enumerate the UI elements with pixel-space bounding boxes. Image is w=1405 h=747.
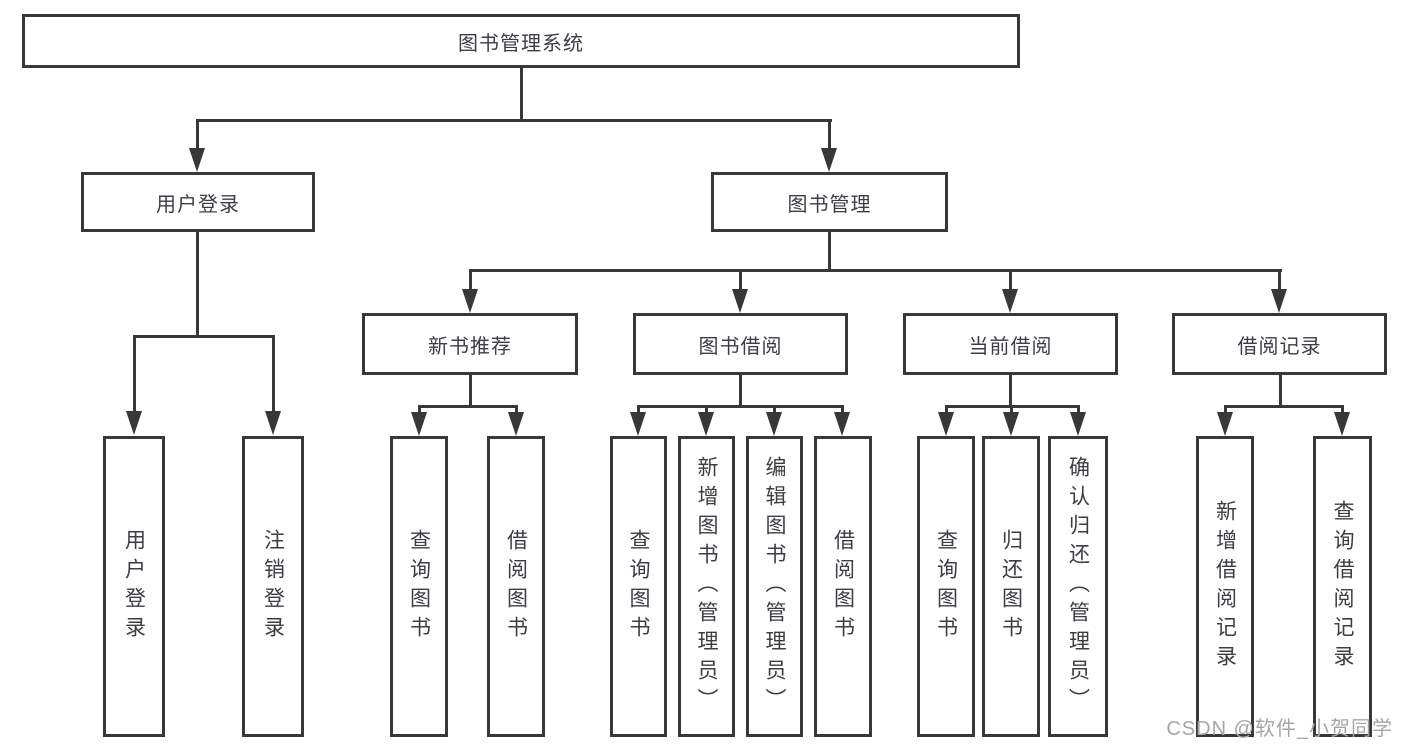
- connector-user-login-rail: [133, 335, 275, 338]
- connector-book-mgmt-drop: [828, 119, 831, 151]
- connector-root-stem: [520, 66, 523, 120]
- connector-leaf-logout-drop: [272, 335, 275, 414]
- arrowhead-to-new-books: [462, 289, 478, 313]
- connector-bb-add-drop: [705, 405, 708, 415]
- arrowhead-to-br-query: [1334, 412, 1350, 436]
- connector-book-borrow-drop: [739, 269, 742, 292]
- node-current-borrowing: 当前借阅: [903, 313, 1118, 375]
- connector-book-borrow-rail: [637, 405, 844, 408]
- arrowhead-to-cb-query: [938, 412, 954, 436]
- arrowhead-to-book-mgmt: [821, 148, 837, 172]
- connector-nb-borrow-drop: [515, 405, 518, 415]
- connector-bb-borrow-drop: [841, 405, 844, 415]
- connector-cb-return-drop: [1010, 405, 1013, 415]
- arrowhead-to-br-add: [1217, 412, 1233, 436]
- arrowhead-to-leaf-login: [126, 411, 142, 435]
- leaf-logout: 注销登录: [242, 436, 304, 737]
- connector-user-login-drop: [196, 119, 199, 151]
- connector-book-mgmt-stem: [828, 232, 831, 272]
- arrowhead-to-nb-borrow: [508, 412, 524, 436]
- connector-nb-query-drop: [418, 405, 421, 415]
- arrowhead-to-bb-edit: [766, 412, 782, 436]
- node-book-management: 图书管理: [711, 172, 948, 232]
- connector-br-add-drop: [1224, 405, 1227, 415]
- connector-borrow-records-drop: [1278, 269, 1281, 292]
- arrowhead-to-nb-query: [411, 412, 427, 436]
- leaf-bb-borrow-books: 借阅图书: [814, 436, 872, 737]
- arrowhead-to-cb-return: [1003, 412, 1019, 436]
- arrowhead-to-bb-query: [630, 412, 646, 436]
- arrowhead-to-bb-borrow: [834, 412, 850, 436]
- connector-bb-query-drop: [637, 405, 640, 415]
- connector-book-borrow-stem: [739, 375, 742, 408]
- leaf-cb-return-books: 归还图书: [982, 436, 1040, 737]
- leaf-user-login: 用户登录: [103, 436, 165, 737]
- connector-br-query-drop: [1341, 405, 1344, 415]
- arrowhead-to-bb-add: [698, 412, 714, 436]
- leaf-cb-confirm-return-admin: 确认归还（管理员）: [1048, 436, 1108, 737]
- leaf-nb-borrow-books: 借阅图书: [487, 436, 545, 737]
- csdn-watermark: CSDN @软件_小贺同学: [1166, 718, 1393, 740]
- arrowhead-to-user-login: [189, 148, 205, 172]
- leaf-br-query-record: 查询借阅记录: [1313, 436, 1372, 737]
- node-new-book-recommend: 新书推荐: [362, 313, 578, 375]
- arrowhead-to-book-borrow: [732, 289, 748, 313]
- connector-level2-rail: [196, 119, 832, 122]
- arrowhead-to-borrow-records: [1271, 289, 1287, 313]
- arrowhead-to-leaf-logout: [265, 411, 281, 435]
- arrowhead-to-cb-confirm: [1070, 412, 1086, 436]
- connector-borrow-records-rail: [1224, 405, 1344, 408]
- connector-new-books-drop: [469, 269, 472, 292]
- node-root-library-system: 图书管理系统: [22, 14, 1020, 68]
- connector-user-login-stem: [196, 232, 199, 337]
- leaf-cb-query-books: 查询图书: [917, 436, 975, 737]
- connector-borrow-records-stem: [1279, 375, 1282, 408]
- connector-new-books-rail: [418, 405, 518, 408]
- connector-current-borrow-drop: [1009, 269, 1012, 292]
- node-book-borrowing: 图书借阅: [633, 313, 848, 375]
- leaf-br-add-record: 新增借阅记录: [1196, 436, 1254, 737]
- node-user-login: 用户登录: [81, 172, 315, 232]
- leaf-bb-add-books-admin: 新增图书（管理员）: [678, 436, 735, 737]
- arrowhead-to-current-borrow: [1002, 289, 1018, 313]
- connector-cb-confirm-drop: [1077, 405, 1080, 415]
- leaf-nb-query-books: 查询图书: [390, 436, 448, 737]
- connector-level3-rail: [469, 269, 1282, 272]
- connector-current-borrow-stem: [1009, 375, 1012, 408]
- connector-cb-query-drop: [945, 405, 948, 415]
- connector-new-books-stem: [469, 375, 472, 408]
- leaf-bb-edit-books-admin: 编辑图书（管理员）: [746, 436, 803, 737]
- leaf-bb-query-books: 查询图书: [610, 436, 667, 737]
- node-borrowing-records: 借阅记录: [1172, 313, 1387, 375]
- connector-leaf-login-drop: [133, 335, 136, 414]
- connector-bb-edit-drop: [773, 405, 776, 415]
